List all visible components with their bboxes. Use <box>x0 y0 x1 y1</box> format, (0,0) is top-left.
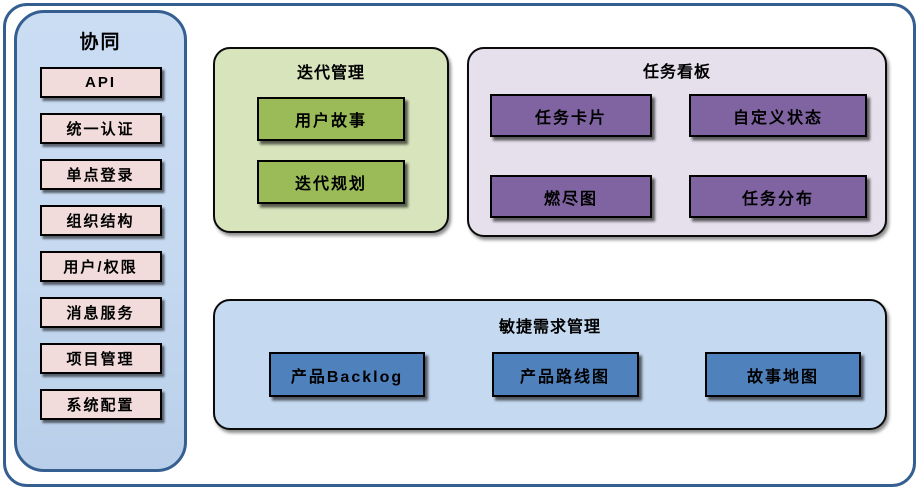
sidebar-item-system-config: 系统配置 <box>39 389 162 420</box>
sidebar-item-sso: 单点登录 <box>39 159 162 190</box>
panel-task-board-cards: 任务卡片 自定义状态 燃尽图 任务分布 <box>469 94 885 218</box>
sidebar-item-list: API 统一认证 单点登录 组织结构 用户/权限 消息服务 项目管理 系统配置 <box>17 67 184 420</box>
sidebar-item-message-service: 消息服务 <box>39 297 162 328</box>
sidebar-collaboration-group: 协同 API 统一认证 单点登录 组织结构 用户/权限 消息服务 项目管理 系统… <box>14 10 187 472</box>
sidebar-item-org-structure: 组织结构 <box>39 205 162 236</box>
panel-iteration-title: 迭代管理 <box>296 65 365 82</box>
card-task-distribution: 任务分布 <box>689 175 867 218</box>
card-product-backlog: 产品Backlog <box>269 352 425 397</box>
card-burndown-chart: 燃尽图 <box>490 175 652 218</box>
panel-agile-requirements-cards: 产品Backlog 产品路线图 故事地图 <box>215 352 885 397</box>
card-custom-status: 自定义状态 <box>689 94 867 137</box>
sidebar-item-user-permissions: 用户/权限 <box>39 251 162 282</box>
card-iteration-planning: 迭代规划 <box>257 160 405 204</box>
sidebar-title: 协同 <box>79 32 122 53</box>
card-story-map: 故事地图 <box>705 352 861 397</box>
panel-agile-requirements-title: 敏捷需求管理 <box>498 319 601 336</box>
panel-iteration-management: 迭代管理 用户故事 迭代规划 <box>213 47 449 233</box>
panel-agile-requirements: 敏捷需求管理 产品Backlog 产品路线图 故事地图 <box>213 299 887 430</box>
panel-task-board: 任务看板 任务卡片 自定义状态 燃尽图 任务分布 <box>467 47 887 237</box>
card-product-roadmap: 产品路线图 <box>491 352 639 397</box>
sidebar-item-unified-auth: 统一认证 <box>39 113 162 144</box>
sidebar-item-project-management: 项目管理 <box>39 343 162 374</box>
panel-task-board-title: 任务看板 <box>642 64 711 81</box>
card-task-card: 任务卡片 <box>490 94 652 137</box>
sidebar-item-api: API <box>39 67 162 98</box>
card-user-story: 用户故事 <box>257 97 405 141</box>
panel-iteration-cards: 用户故事 迭代规划 <box>215 97 447 204</box>
